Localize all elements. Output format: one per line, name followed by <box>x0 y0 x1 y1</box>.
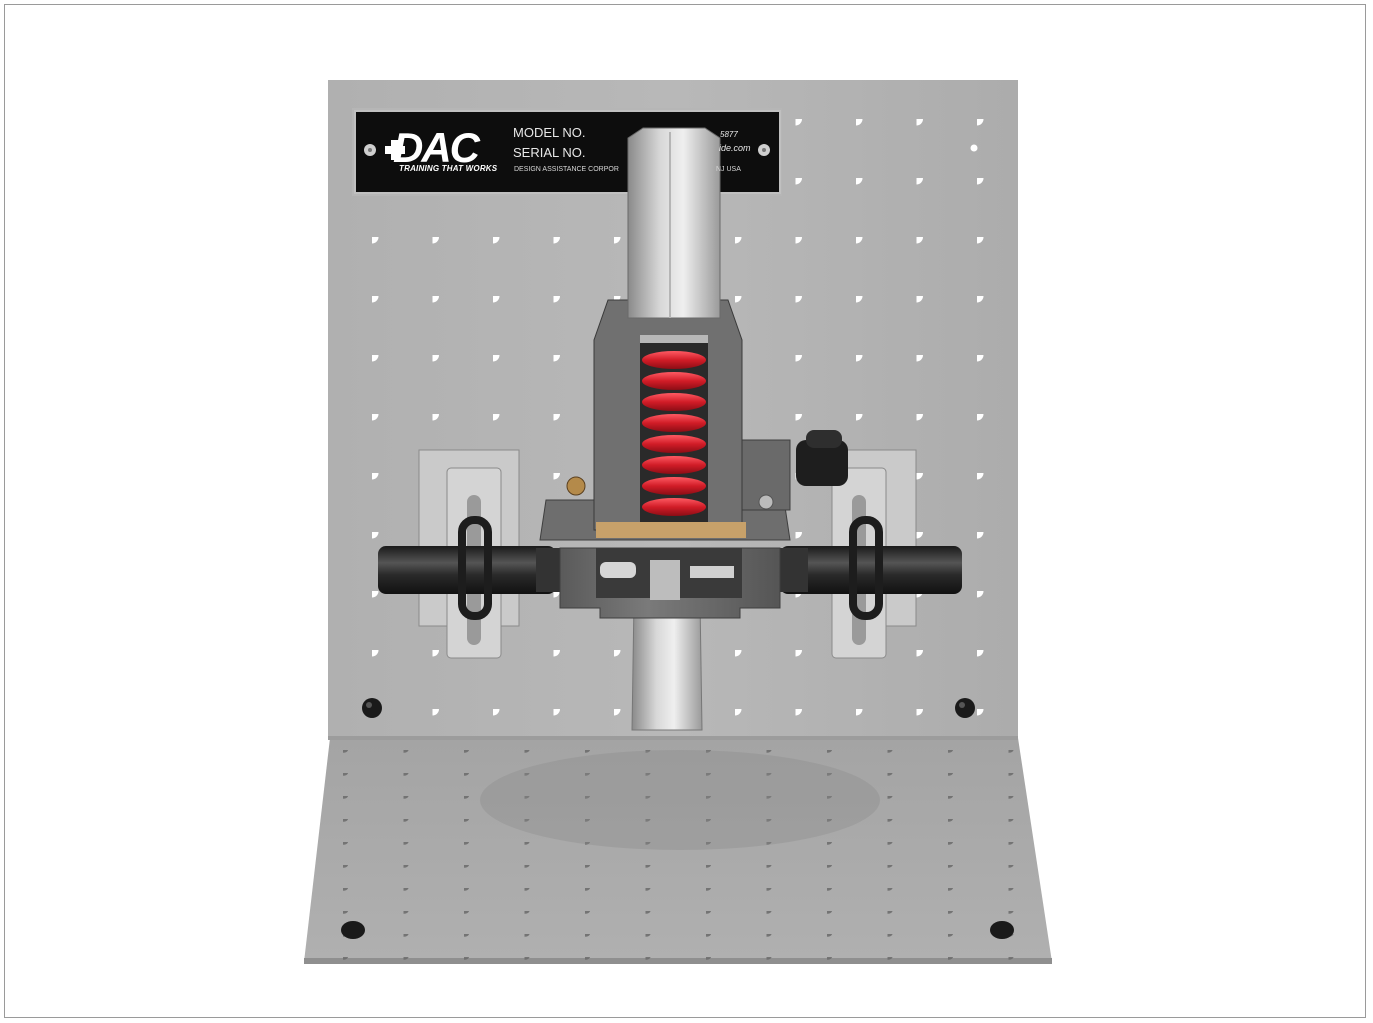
web-fragment: ide.com <box>719 143 751 153</box>
logo-tagline: TRAINING THAT WORKS <box>399 164 498 173</box>
model-label: MODEL NO. <box>513 125 586 140</box>
inlet-pipe <box>378 546 556 594</box>
corporation-text: DESIGN ASSISTANCE CORPOR <box>514 166 619 173</box>
phone-fragment: 5877 <box>720 130 738 139</box>
serial-label: SERIAL NO. <box>513 145 586 160</box>
state-fragment: NJ USA <box>716 166 741 173</box>
upper-hex-fitting <box>627 127 721 319</box>
outlet-pipe <box>780 546 962 594</box>
red-spring <box>642 351 706 516</box>
dac-logo: DAC <box>393 124 480 171</box>
